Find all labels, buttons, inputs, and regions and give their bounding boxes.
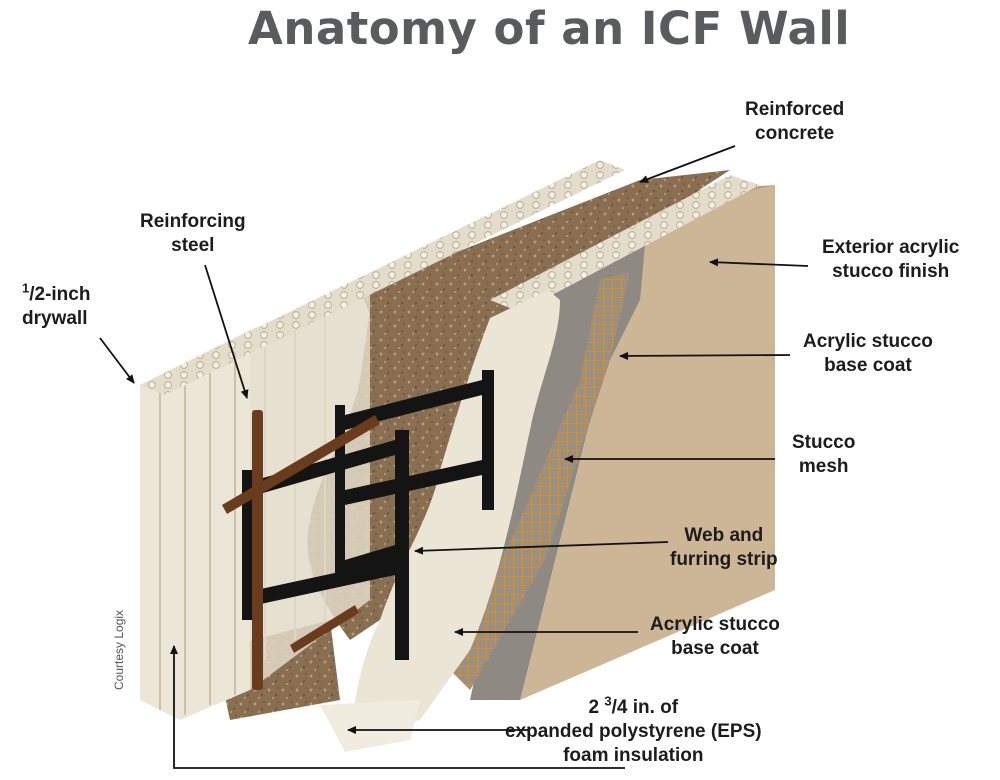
label-acrylic-stucco-base-coat-top: Acrylic stucco base coat [803,331,933,376]
label-acrylic-stucco-base-coat-bottom: Acrylic stucco base coat [650,614,780,659]
label-stucco-mesh: Stucco mesh [792,432,856,477]
exterior-stucco-finish [500,185,775,700]
label-eps-foam-insulation: 2 3/4 in. of expanded polystyrene (EPS) … [505,693,762,766]
exterior-panel-top-ridge [490,175,760,312]
image-credit: Courtesy Logix [112,609,126,690]
interior-panel-top-ridge [140,160,625,395]
label-exterior-acrylic-stucco-finish: Exterior acrylic stucco finish [822,237,960,282]
diagram-title: Anatomy of an ICF Wall [248,2,851,55]
eps-foam-bottom [320,700,420,752]
label-reinforcing-steel: Reinforcing steel [140,211,246,256]
label-reinforced-concrete: Reinforced concrete [745,99,845,144]
rebar [222,410,380,690]
stucco-mesh-strip [450,272,630,690]
leader-lines [99,145,809,769]
reinforced-concrete-core [360,170,730,360]
interior-eps-panel [140,330,250,720]
label-drywall: 1/2-inch drywall [22,280,91,329]
label-web-and-furring-strip: Web and furring strip [670,525,778,570]
